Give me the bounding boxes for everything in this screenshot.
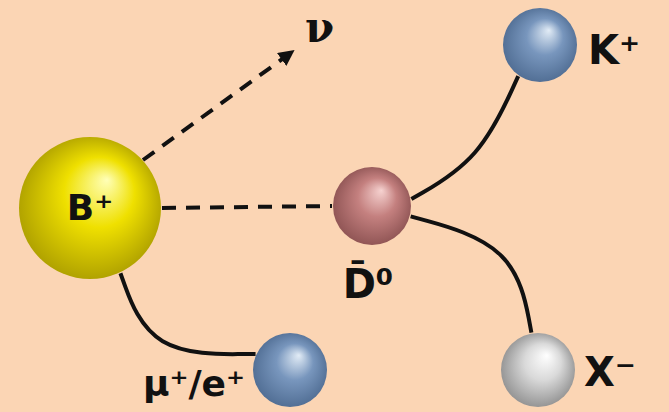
sphere-body — [503, 8, 577, 82]
b-meson-sphere: B⁺ — [18, 136, 162, 280]
sphere-shape — [502, 7, 578, 83]
particle-label: X⁻ — [584, 350, 636, 394]
d-meson-sphere: D̄⁰ — [332, 166, 412, 246]
sphere-body — [501, 333, 575, 407]
neutrino-dashed-arrow — [143, 52, 292, 160]
sphere-shape — [500, 332, 576, 408]
sphere-body — [333, 167, 411, 245]
sphere-shape — [252, 332, 328, 408]
decay-line — [411, 76, 518, 199]
sphere-body — [253, 333, 327, 407]
decay-line — [120, 273, 255, 354]
x-particle-sphere: X⁻ — [500, 332, 576, 408]
particle-label: μ⁺/e⁺ — [143, 364, 245, 404]
particle-label: ν — [305, 5, 334, 51]
sphere-shape — [332, 166, 412, 246]
particle-label: B⁺ — [67, 188, 113, 228]
dashed-propagator — [162, 206, 332, 208]
particle-label: D̄⁰ — [343, 262, 394, 306]
sphere-body — [19, 137, 161, 279]
decay-line — [411, 216, 532, 332]
lepton-sphere: μ⁺/e⁺ — [252, 332, 328, 408]
particle-label: K⁺ — [588, 28, 640, 72]
kaon-sphere: K⁺ — [502, 7, 578, 83]
